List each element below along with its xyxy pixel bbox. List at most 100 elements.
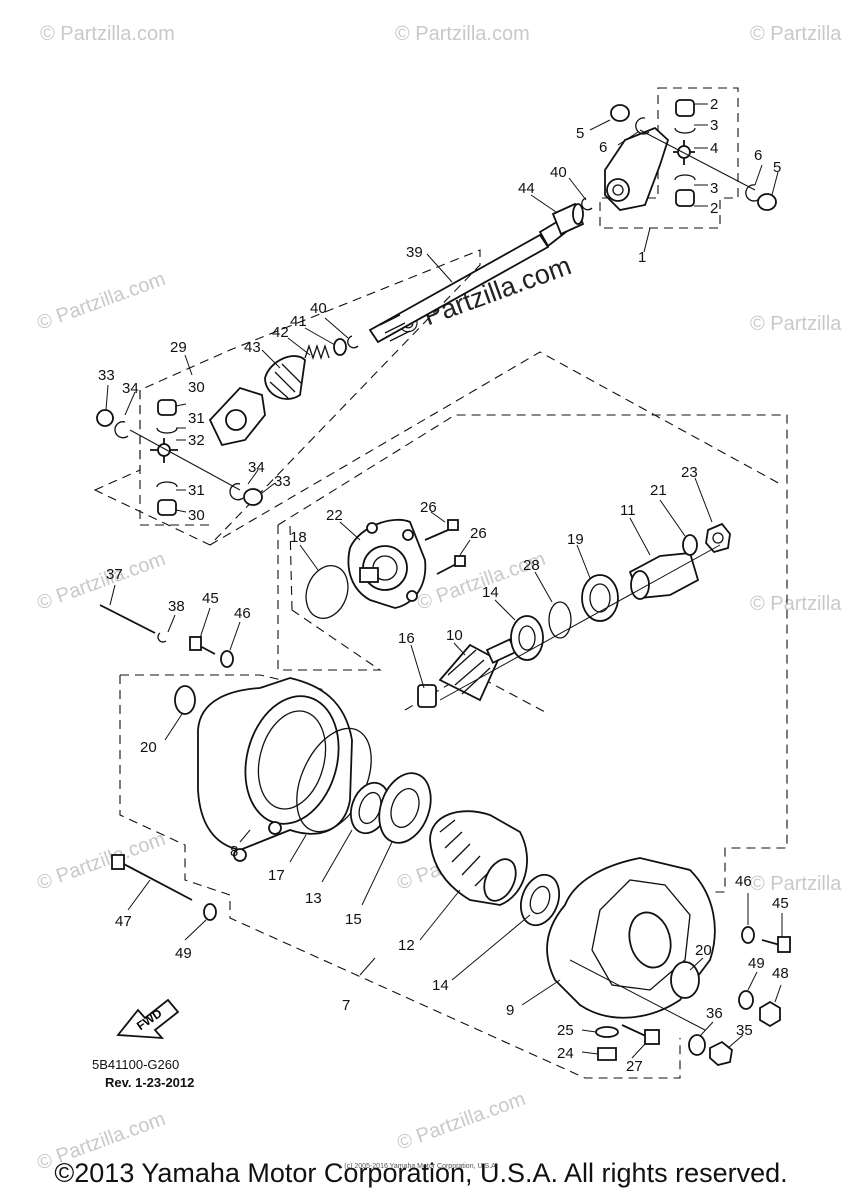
fwd-arrow: FWD [116, 998, 180, 1040]
gasket [688, 1034, 706, 1056]
callout-5: 5 [576, 125, 584, 142]
callout-9: 9 [506, 1002, 514, 1019]
callout-33: 33 [98, 367, 115, 384]
bearing [610, 104, 630, 122]
callout-18: 18 [290, 529, 307, 546]
circlip [548, 601, 572, 639]
gasket [595, 1026, 619, 1038]
bearing [96, 409, 114, 427]
callout-22: 22 [326, 507, 343, 524]
callout-26: 26 [420, 499, 437, 516]
callout-27: 27 [626, 1058, 643, 1075]
callout-16: 16 [398, 630, 415, 647]
fine-print: (c) 2005-2016 Yamaha Motor Corporation, … [344, 1163, 498, 1170]
watermark: © Partzilla.com [395, 23, 530, 45]
circlip [229, 483, 244, 501]
callout-46: 46 [234, 605, 251, 622]
callout-3: 3 [710, 117, 718, 134]
oil-seal [670, 961, 700, 999]
callout-15: 15 [345, 911, 362, 928]
needle-bearing [417, 684, 437, 708]
callout-34: 34 [122, 380, 139, 397]
circlip [674, 127, 696, 134]
callout-31: 31 [188, 410, 205, 427]
callout-10: 10 [446, 627, 463, 644]
fwd-arrow-icon [116, 998, 180, 1040]
washer [738, 990, 754, 1010]
callout-49: 49 [175, 945, 192, 962]
hardware [99, 584, 791, 1066]
watermark: © Partzilla.com [750, 313, 842, 335]
watermark: © Partzilla.com [34, 268, 168, 335]
washer [220, 650, 234, 668]
bolt [761, 939, 781, 946]
oil-seal [174, 685, 196, 715]
bearing-cap [157, 499, 177, 516]
callout-29: 29 [170, 339, 187, 356]
callout-1: 1 [638, 249, 646, 266]
circlip [745, 184, 760, 202]
callout-35: 35 [736, 1022, 753, 1039]
callout-36: 36 [706, 1005, 723, 1022]
clip [157, 632, 167, 643]
callout-46: 46 [735, 873, 752, 890]
oil-seal [581, 574, 619, 622]
callout-39: 39 [406, 244, 423, 261]
callout-48: 48 [772, 965, 789, 982]
circlip [114, 421, 129, 439]
watermark: © Partzilla.com [750, 593, 842, 615]
callout-45: 45 [772, 895, 789, 912]
callout-34: 34 [248, 459, 265, 476]
watermark: © Partzilla.com [750, 873, 842, 895]
circlip [674, 174, 696, 181]
callout-14: 14 [482, 584, 499, 601]
callout-17: 17 [268, 867, 285, 884]
callout-32: 32 [188, 432, 205, 449]
callout-30: 30 [188, 379, 205, 396]
callout-25: 25 [557, 1022, 574, 1039]
callout-40: 40 [310, 300, 327, 317]
yoke-hub [606, 178, 630, 202]
callout-20: 20 [140, 739, 157, 756]
washer [682, 534, 698, 556]
watermark: © Partzilla.com [40, 23, 175, 45]
callout-49: 49 [748, 955, 765, 972]
circlip [581, 197, 593, 211]
universal-joint-front [589, 87, 779, 253]
watermark: © Partzilla.com [34, 828, 168, 895]
callout-2: 2 [710, 200, 718, 217]
drive-shaft [261, 177, 593, 400]
ball-bearing [519, 873, 561, 927]
boot [264, 355, 306, 400]
callout-41: 41 [290, 313, 307, 330]
watermark: © Partzilla.com [394, 1088, 528, 1155]
callout-38: 38 [168, 598, 185, 615]
callout-labels: 1 2 2 3 3 4 5 5 6 6 7 8 9 10 11 12 13 14… [98, 96, 789, 1075]
nut [705, 522, 731, 554]
drain-bolt [597, 1047, 617, 1061]
revision-label: Rev. 1-23-2012 [105, 1075, 195, 1090]
callout-23: 23 [681, 464, 698, 481]
watermark: © Partzilla.com [750, 23, 842, 45]
callout-11: 11 [620, 502, 636, 519]
ball-bearing [510, 615, 544, 661]
callout-33: 33 [274, 473, 291, 490]
washer [333, 338, 347, 356]
callout-4: 4 [710, 140, 718, 157]
circlip [347, 335, 359, 349]
callout-30: 30 [188, 507, 205, 524]
callout-47: 47 [115, 913, 132, 930]
watermark-center: © Partzilla.com [394, 250, 575, 340]
nut [759, 1000, 781, 1028]
circlip [156, 481, 178, 488]
pin [99, 604, 156, 634]
callout-6: 6 [599, 139, 607, 156]
bearing-cap [675, 99, 695, 117]
callout-40: 40 [550, 164, 567, 181]
callout-5: 5 [773, 159, 781, 176]
bearing [243, 488, 263, 506]
callout-13: 13 [305, 890, 322, 907]
spring [304, 343, 330, 361]
callout-3: 3 [710, 180, 718, 197]
